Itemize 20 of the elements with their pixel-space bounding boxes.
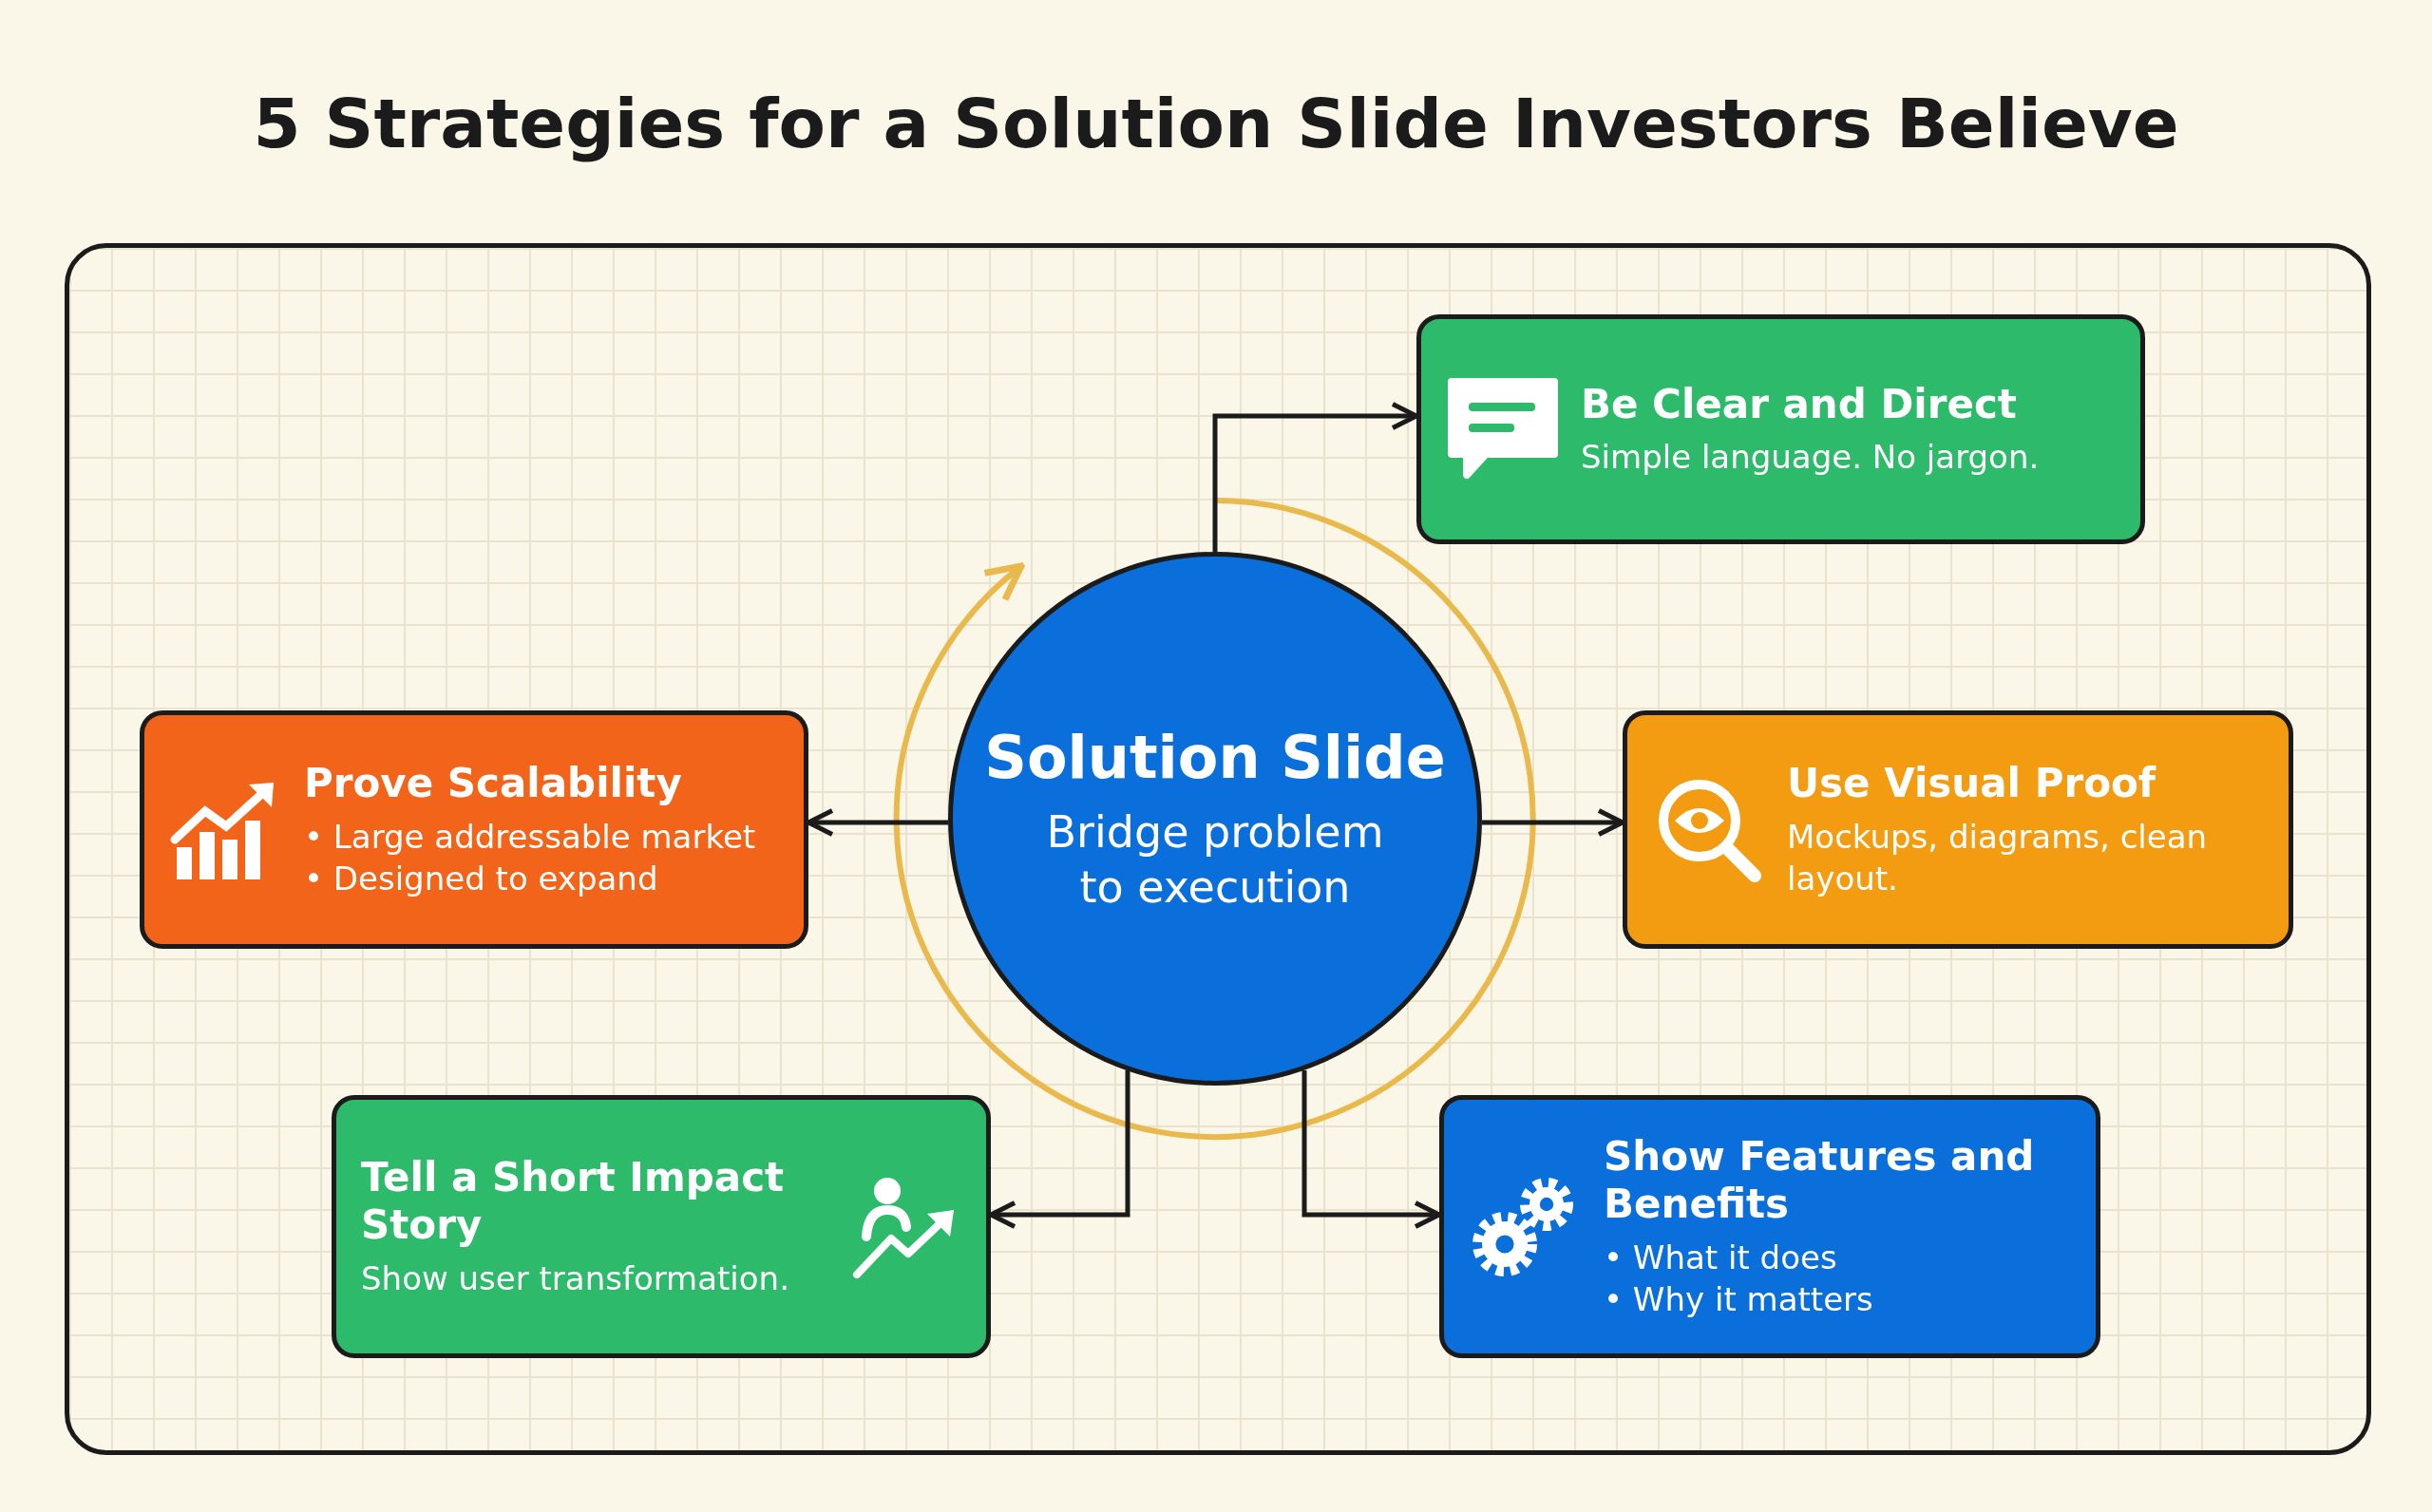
strategy-box	[1623, 710, 2293, 949]
strategy-box	[1416, 314, 2145, 544]
box-heading: Prove Scalability	[304, 760, 682, 808]
box-description: Mockups, diagrams, clean layout.	[1787, 816, 2209, 899]
box-heading: Show Features and Benefits	[1604, 1132, 2036, 1229]
title: 5 Strategies for a Solution Slide Investors Believe	[252, 84, 2180, 163]
hub-heading: Solution Slide	[984, 723, 1446, 792]
box-heading: Use Visual Proof	[1787, 760, 2156, 808]
strategy-box	[1439, 1095, 2100, 1358]
box-description: Simple language. No jargon.	[1581, 437, 2040, 479]
box-heading: Tell a Short Impact Story	[361, 1154, 786, 1250]
strategy-box	[332, 1095, 991, 1358]
bullet-item: • What it does	[1604, 1237, 1837, 1278]
bullet-item: • Large addressable market	[304, 816, 756, 858]
hub-subtitle: Bridge problem to execution	[1045, 805, 1385, 915]
bullet-item: • Why it matters	[1604, 1278, 1873, 1320]
strategy-box	[140, 710, 808, 949]
box-description: Show user transformation.	[361, 1257, 789, 1299]
box-heading: Be Clear and Direct	[1581, 380, 2017, 429]
bullet-item: • Designed to expand	[304, 858, 658, 899]
